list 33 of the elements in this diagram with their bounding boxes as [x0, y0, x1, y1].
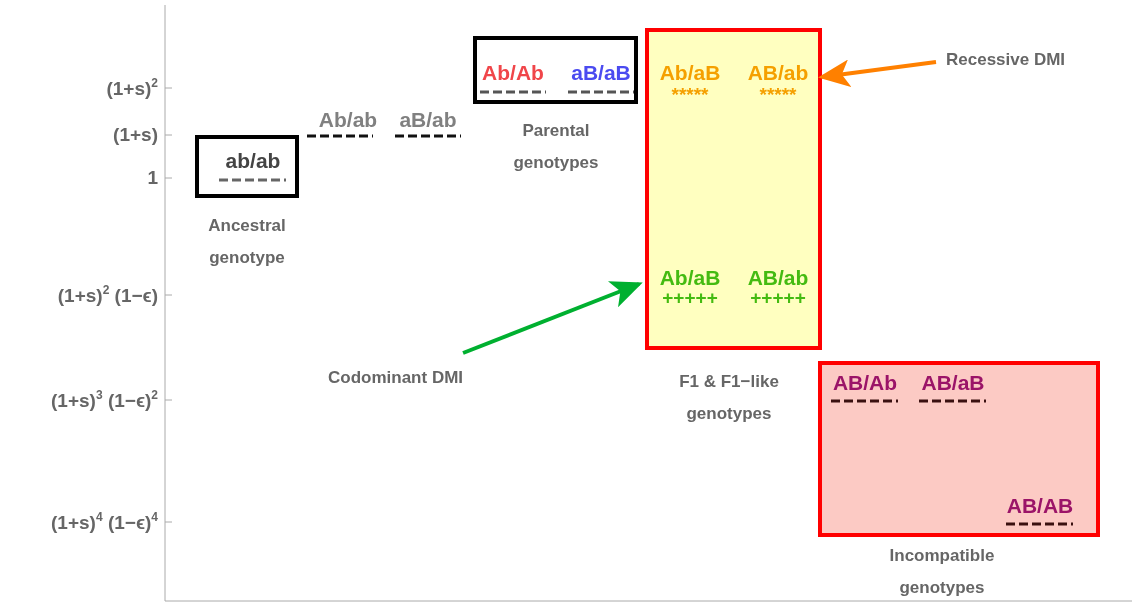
- genotype-label: AB/ab: [747, 61, 809, 83]
- fitness-marks: *****: [671, 84, 709, 104]
- genotype-label: ab/ab: [225, 149, 281, 171]
- annotation-text: Codominant DMI: [328, 368, 464, 388]
- genotype-label: aB/aB: [571, 61, 631, 83]
- group-caption: Parental genotypes: [512, 120, 600, 174]
- annotation-text: Recessive DMI: [946, 50, 1066, 70]
- group-caption: Ancestral genotype: [207, 215, 287, 269]
- genotype-label: AB/aB: [921, 371, 985, 393]
- genotype-label: Ab/ab: [318, 108, 378, 130]
- genotype-label: AB/Ab: [832, 371, 898, 393]
- genotype-label: aB/ab: [399, 108, 457, 130]
- axis-tick-label: (1+s)$^{2}$: [106, 76, 158, 100]
- fitness-marks: *****: [759, 84, 797, 104]
- genotype-group-box: [195, 135, 299, 198]
- axis-tick-label: (1+s)$^{4}$ (1−ϵ)$^{4}$: [51, 510, 158, 534]
- arrow: [462, 281, 643, 355]
- axis-tick-label: (1+s): [113, 124, 158, 146]
- axis-tick-label: 1: [147, 167, 158, 189]
- fitness-marks: +++++: [662, 287, 718, 307]
- genotype-label: Ab/aB: [659, 266, 721, 288]
- fitness-marks: +++++: [750, 287, 806, 307]
- genotype-label: Ab/Ab: [482, 61, 544, 83]
- genotype-label: AB/ab: [747, 266, 809, 288]
- genotype-group-box: [818, 361, 1100, 537]
- genotype-label: AB/AB: [1006, 494, 1074, 516]
- group-caption: Incompatible genotypes: [888, 545, 996, 599]
- genotype-label: Ab/aB: [659, 61, 721, 83]
- group-caption: F1 & F1−like genotypes: [678, 371, 780, 425]
- axis-tick-label: (1+s)$^{2}$ (1−ϵ): [57, 283, 158, 307]
- genotype-group-box: [473, 36, 638, 104]
- genotype-group-box: [645, 28, 822, 350]
- axis-tick-label: (1+s)$^{3}$ (1−ϵ)$^{2}$: [51, 388, 158, 412]
